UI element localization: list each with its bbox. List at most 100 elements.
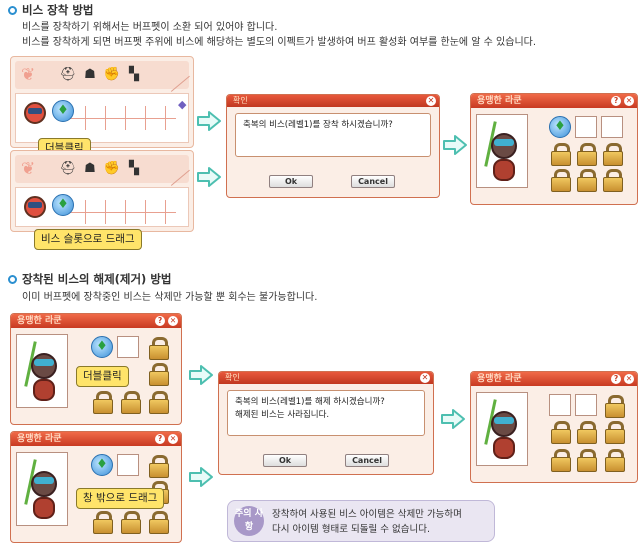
arrow-right-icon: [441, 409, 465, 429]
toolbar-divider: [156, 152, 190, 186]
cancel-button[interactable]: Cancel: [351, 175, 395, 188]
bis-slot-track: [66, 200, 176, 224]
dialog-message-box: 축복의 비스(레벨1)를 장착 하시겠습니까?: [235, 113, 431, 157]
lock-icon: [549, 448, 571, 472]
tooltip-double-click: 더블클릭: [76, 366, 129, 387]
pet-window-title: 용맹한 라쿤: [477, 374, 522, 384]
lock-icon: [147, 362, 169, 386]
pet-window-bottom: 용맹한 라쿤 ? ✕ ♦: [10, 431, 182, 543]
pet-window-result-1: 용맹한 라쿤 ? ✕ ♦: [470, 93, 638, 205]
pet-portrait-icon: [24, 102, 46, 124]
empty-slot[interactable]: [117, 454, 139, 476]
cancel-button[interactable]: Cancel: [345, 454, 389, 467]
section2-title: 장착된 비스의 해제(제거) 방법: [22, 272, 172, 286]
pet-window-title: 용맹한 라쿤: [477, 96, 522, 106]
boot-equip-icon[interactable]: ▚: [129, 161, 139, 176]
pet-panel-bottom: ❦ ⛑ ☗ ✊ ▚ ♦: [10, 150, 194, 232]
wing-icon: ❦: [21, 159, 36, 179]
help-icon[interactable]: ?: [155, 434, 165, 444]
dialog-title: 확인: [233, 96, 248, 105]
help-icon[interactable]: ?: [155, 316, 165, 326]
lock-icon: [147, 336, 169, 360]
lock-icon: [601, 168, 623, 192]
pet-window-result-2: 용맹한 라쿤 ? ✕: [470, 371, 638, 483]
tooltip-drag-out: 창 밖으로 드래그: [76, 488, 165, 509]
pet-portrait: [476, 392, 528, 466]
help-icon[interactable]: ?: [611, 374, 621, 384]
empty-slot[interactable]: [549, 394, 571, 416]
arrow-right-icon: [197, 167, 221, 187]
pet-window-title-bar: 용맹한 라쿤 ? ✕: [471, 94, 637, 108]
dialog-message-line2: 해제된 비스는 사라집니다.: [235, 410, 330, 420]
bis-item-icon[interactable]: ♦: [91, 336, 113, 358]
unequip-confirm-dialog: 확인 ✕ 축복의 비스(레벨1)를 해제 하시겠습니까? 해제된 비스는 사라집…: [218, 371, 434, 475]
hat-equip-icon[interactable]: ⛑: [59, 161, 77, 176]
lock-icon: [603, 394, 625, 418]
pet-panel-top: ❦ ⛑ ☗ ✊ ▚ ♦: [10, 56, 194, 148]
bis-item-icon[interactable]: ♦: [91, 454, 113, 476]
caution-text: 장착하여 사용된 비스 아이템은 삭제만 가능하며 다시 아이템 형태로 되돌릴…: [272, 507, 462, 537]
pet-window-title-bar: 용맹한 라쿤 ? ✕: [11, 432, 181, 446]
armor-equip-icon[interactable]: ☗: [84, 67, 96, 82]
pet-equip-toolbar: ❦ ⛑ ☗ ✊ ▚: [15, 152, 190, 186]
lock-icon: [549, 168, 571, 192]
lock-icon: [603, 420, 625, 444]
close-icon[interactable]: ✕: [624, 96, 634, 106]
lock-icon: [91, 510, 113, 534]
pet-window-title: 용맹한 라쿤: [17, 434, 62, 444]
caution-notice: 주의 사항 장착하여 사용된 비스 아이템은 삭제만 가능하며 다시 아이템 형…: [227, 500, 495, 542]
arrow-right-icon: [197, 111, 221, 131]
lock-icon: [119, 510, 141, 534]
ok-button[interactable]: Ok: [269, 175, 313, 188]
lock-icon: [575, 420, 597, 444]
hat-equip-icon[interactable]: ⛑: [59, 67, 77, 82]
glove-equip-icon[interactable]: ✊: [103, 161, 121, 176]
pet-slot-area: ♦: [15, 187, 189, 227]
pet-portrait: [16, 334, 68, 408]
lock-icon: [147, 390, 169, 414]
lock-icon: [549, 420, 571, 444]
empty-slot[interactable]: [575, 394, 597, 416]
pet-portrait: [16, 452, 68, 526]
empty-slot[interactable]: [117, 336, 139, 358]
help-icon[interactable]: ?: [611, 96, 621, 106]
pet-window-title-bar: 용맹한 라쿤 ? ✕: [11, 314, 181, 328]
lock-icon: [147, 454, 169, 478]
tooltip-drag-to-slot: 비스 슬롯으로 드래그: [34, 229, 142, 250]
empty-slot[interactable]: [575, 116, 597, 138]
pet-window-title-bar: 용맹한 라쿤 ? ✕: [471, 372, 637, 386]
armor-equip-icon[interactable]: ☗: [84, 161, 96, 176]
section1-title: 비스 장착 방법: [22, 3, 94, 17]
wing-icon: ❦: [21, 65, 36, 85]
toolbar-divider: [156, 58, 190, 92]
arrow-right-icon: [189, 365, 213, 385]
ok-button[interactable]: Ok: [263, 454, 307, 467]
close-icon[interactable]: ✕: [426, 96, 436, 106]
pet-equip-toolbar: ❦ ⛑ ☗ ✊ ▚: [15, 58, 190, 92]
bis-item-icon[interactable]: ♦: [52, 194, 74, 216]
section1-desc-1: 비스를 장착하기 위해서는 버프펫이 소환 되어 있어야 합니다.: [22, 22, 278, 33]
section1-heading: 비스 장착 방법: [8, 2, 94, 18]
close-icon[interactable]: ✕: [168, 316, 178, 326]
lock-icon: [601, 142, 623, 166]
caution-line2: 다시 아이템 형태로 되돌릴 수 없습니다.: [272, 524, 430, 535]
boot-equip-icon[interactable]: ▚: [129, 67, 139, 82]
empty-slot[interactable]: [601, 116, 623, 138]
bis-slot-track: [66, 106, 176, 130]
close-icon[interactable]: ✕: [624, 374, 634, 384]
close-icon[interactable]: ✕: [420, 373, 430, 383]
dialog-message-line1: 축복의 비스(레벨1)를 해제 하시겠습니까?: [235, 397, 385, 407]
dialog-title: 확인: [225, 373, 240, 382]
pet-portrait: [476, 114, 528, 188]
lock-icon: [119, 390, 141, 414]
dialog-message: 축복의 비스(레벨1)를 장착 하시겠습니까?: [243, 120, 393, 130]
close-icon[interactable]: ✕: [168, 434, 178, 444]
bis-item-icon[interactable]: ♦: [52, 100, 74, 122]
bullet-ring-icon: [8, 274, 17, 284]
glove-equip-icon[interactable]: ✊: [103, 67, 121, 82]
section2-heading: 장착된 비스의 해제(제거) 방법: [8, 271, 171, 287]
lock-icon: [575, 168, 597, 192]
bis-item-icon[interactable]: ♦: [549, 116, 571, 138]
bullet-ring-icon: [8, 5, 17, 15]
lock-icon: [575, 448, 597, 472]
